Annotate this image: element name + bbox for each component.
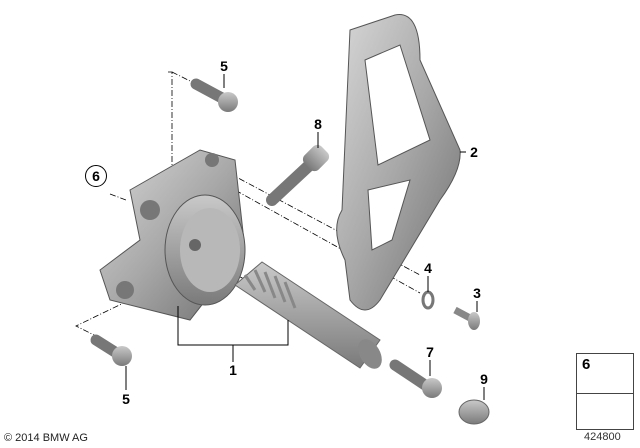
- legend-box: 6: [576, 353, 634, 430]
- washer-part-4[interactable]: [421, 290, 435, 310]
- copyright: © 2014 BMW AG: [4, 432, 88, 444]
- legend-divider: [577, 393, 633, 394]
- callout-5-bottom: 5: [122, 391, 130, 407]
- screw-part-3[interactable]: [453, 306, 480, 330]
- leader-lines: [125, 74, 485, 400]
- legend-part-number: 6: [582, 356, 591, 373]
- callout-4: 4: [424, 260, 432, 276]
- bolt-part-7[interactable]: [389, 359, 442, 398]
- cap-part-9[interactable]: [458, 399, 490, 425]
- callout-8: 8: [314, 116, 322, 132]
- callout-1: 1: [229, 362, 237, 378]
- callout-6: 6: [85, 165, 107, 187]
- bolt-part-5-bottom[interactable]: [90, 334, 132, 366]
- drawing-number: 424800: [584, 431, 621, 443]
- callout-7: 7: [426, 344, 434, 360]
- callout-9: 9: [480, 371, 488, 387]
- callout-3: 3: [473, 285, 481, 301]
- callout-5-top: 5: [220, 58, 228, 74]
- footrest-plate-part-6[interactable]: [99, 149, 246, 321]
- bolt-part-8[interactable]: [266, 142, 332, 206]
- callout-2: 2: [470, 144, 478, 160]
- footpeg-part-1[interactable]: [234, 261, 387, 373]
- footrest-bracket-part-2[interactable]: [336, 14, 461, 311]
- bolt-part-5-top[interactable]: [190, 78, 238, 112]
